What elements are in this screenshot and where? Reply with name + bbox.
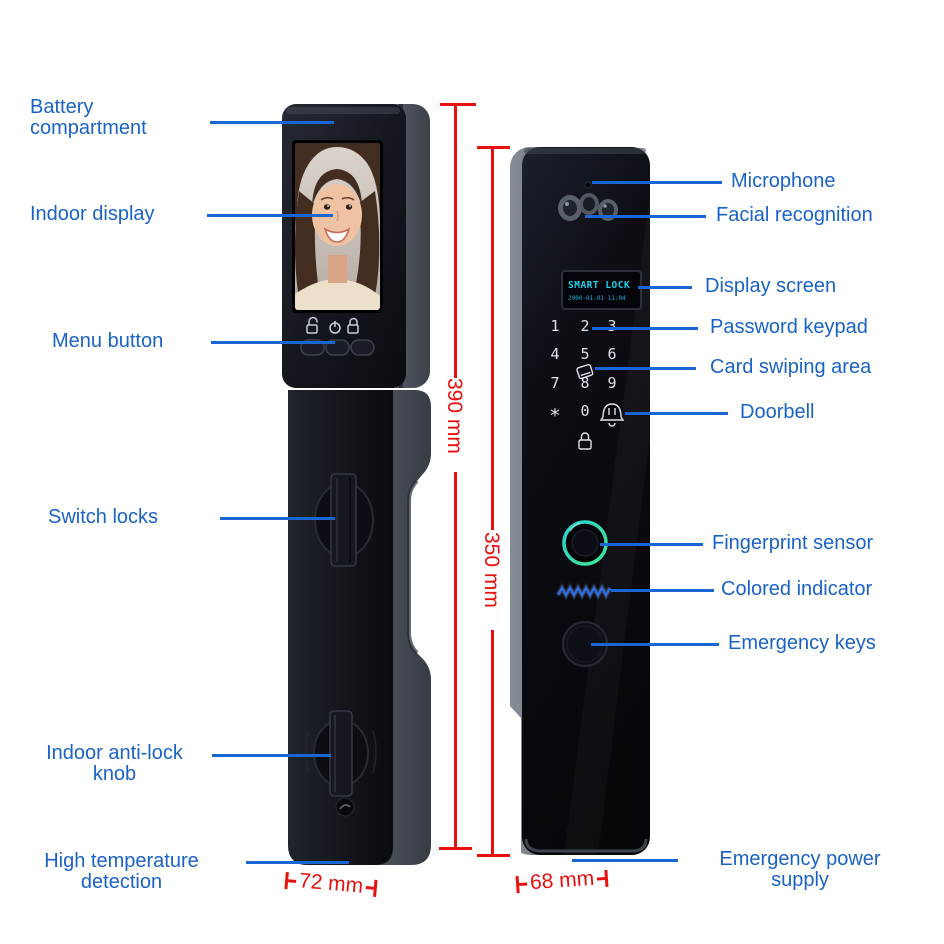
- unlock-icon: [306, 316, 318, 334]
- display-title: SMART LOCK: [568, 280, 630, 291]
- label-high-temp: High temperature detection: [44, 850, 199, 893]
- outdoor-front: [522, 147, 650, 855]
- leader-anti-lock: [212, 754, 331, 757]
- menu-icon-row: [306, 316, 359, 334]
- power-icon: [329, 321, 341, 334]
- password-keypad: 1 2 3 4 5 6 7 8 9 * 0: [549, 317, 616, 427]
- leader-microphone: [592, 181, 722, 184]
- leader-keypad: [592, 327, 698, 330]
- dim-390-top-tick: [440, 103, 476, 106]
- lock-icon: [347, 317, 359, 334]
- leader-high-temp: [246, 861, 349, 864]
- leader-menu-button: [211, 341, 335, 344]
- label-menu-button: Menu button: [52, 330, 164, 352]
- label-fingerprint: Fingerprint sensor: [712, 532, 874, 554]
- screw-dot: [335, 797, 355, 817]
- key-2[interactable]: 2: [580, 317, 589, 335]
- handle-groove: [407, 479, 419, 655]
- key-0[interactable]: 0: [580, 402, 589, 420]
- outdoor-display: [561, 270, 642, 310]
- dim-390-line-upper: [454, 106, 457, 378]
- leader-emergency-keys: [591, 643, 719, 646]
- label-emergency-power: Emergency power supply: [719, 848, 881, 891]
- leader-facial: [585, 215, 706, 218]
- dim-68-label: 68 mm: [529, 866, 595, 895]
- fingerprint-sensor[interactable]: [562, 520, 608, 566]
- dim-68mm: 68 mm: [515, 866, 609, 896]
- dim-350-top-tick: [477, 146, 510, 149]
- label-indoor-display: Indoor display: [30, 203, 155, 225]
- key-4[interactable]: 4: [550, 345, 559, 363]
- outdoor-bottom-bevel: [524, 838, 648, 853]
- label-doorbell: Doorbell: [740, 401, 815, 423]
- leader-display-screen: [638, 286, 692, 289]
- anti-lock-knob: [305, 710, 377, 797]
- key-9[interactable]: 9: [607, 374, 616, 392]
- key-5[interactable]: 5: [580, 345, 589, 363]
- leader-indicator: [611, 589, 714, 592]
- colored-indicator-led: [555, 582, 613, 601]
- outdoor-top-highlight: [524, 148, 646, 154]
- label-facial-recognition: Facial recognition: [716, 204, 873, 226]
- dim-350-bottom-tick: [477, 854, 510, 857]
- display-datetime: 2000-01-01 11:04: [568, 295, 626, 302]
- label-password-keypad: Password keypad: [710, 316, 868, 338]
- dim-350-label: 350 mm: [480, 532, 503, 608]
- side-step-cut: [509, 705, 521, 857]
- leader-card: [595, 367, 696, 370]
- outdoor-unit-graphic: SMART LOCK 2000-01-01 11:04 1 2 3 4 5 6 …: [509, 147, 650, 857]
- card-icon: [576, 363, 594, 380]
- label-battery-compartment: Battery compartment: [30, 96, 147, 139]
- key-1[interactable]: 1: [550, 317, 559, 335]
- right-button: [350, 339, 375, 356]
- label-microphone: Microphone: [731, 170, 836, 192]
- head-top-highlight: [286, 107, 400, 114]
- key-7[interactable]: 7: [550, 374, 559, 392]
- dim-72-label: 72 mm: [298, 869, 365, 898]
- leader-indoor-display: [207, 214, 333, 217]
- label-anti-lock-knob: Indoor anti-lock knob: [46, 742, 183, 785]
- dim-390-bottom-tick: [439, 847, 472, 850]
- bell-icon[interactable]: [599, 403, 625, 427]
- dim-350-line-lower: [491, 630, 494, 854]
- leader-emergency-power: [572, 859, 678, 862]
- microphone-hole: [584, 181, 592, 189]
- label-display-screen: Display screen: [705, 275, 837, 297]
- indoor-unit-graphic: [282, 104, 431, 865]
- dim-68-right-tick: [604, 869, 609, 887]
- leader-fingerprint: [600, 543, 703, 546]
- leader-switch-locks: [220, 517, 335, 520]
- key-star[interactable]: *: [549, 405, 560, 427]
- lock-icon: [578, 432, 592, 450]
- key-8[interactable]: 8: [580, 374, 589, 392]
- dim-350-line-upper: [491, 149, 494, 530]
- key-3[interactable]: 3: [607, 317, 616, 335]
- key-6[interactable]: 6: [607, 345, 616, 363]
- label-card-swiping: Card swiping area: [710, 356, 872, 378]
- switch-lock-knob: [314, 473, 374, 567]
- dim-390-label: 390 mm: [443, 378, 466, 454]
- indoor-screen-portrait: [295, 143, 380, 310]
- leader-battery: [210, 121, 334, 124]
- leader-doorbell: [625, 412, 728, 415]
- label-colored-indicator: Colored indicator: [721, 578, 873, 600]
- dim-72-right-tick: [373, 879, 378, 897]
- dim-390-line-lower: [454, 472, 457, 849]
- label-switch-locks: Switch locks: [48, 506, 159, 528]
- label-emergency-keys: Emergency keys: [728, 632, 876, 654]
